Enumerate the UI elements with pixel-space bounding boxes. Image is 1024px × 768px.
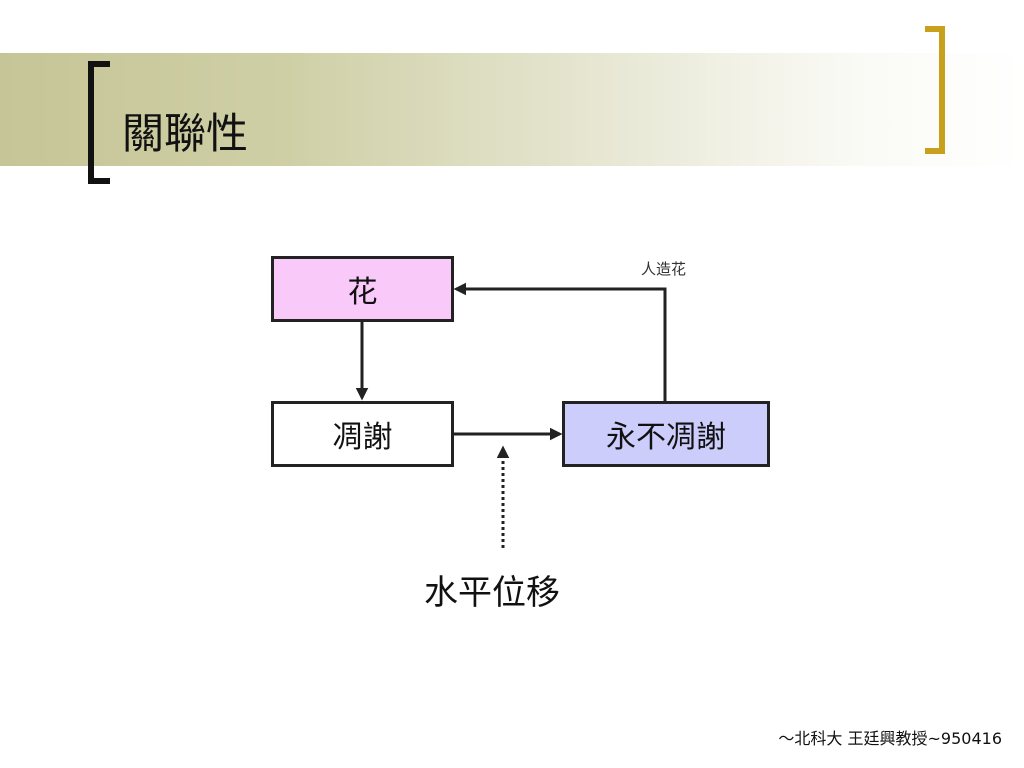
- slide-title: 關聯性: [122, 109, 249, 158]
- node-wither-label: 凋謝: [332, 420, 393, 455]
- artificial-flower-label: 人造花: [641, 260, 687, 278]
- arrow-never-to-flower: [453, 282, 667, 401]
- horizontal-shift-label: 水平位移: [424, 573, 560, 613]
- node-never-wither: 永不凋謝: [562, 401, 770, 467]
- footer-credit: ～北科大 王廷興教授~950416: [778, 729, 1002, 748]
- right-bracket-icon: [925, 26, 945, 154]
- node-flower: 花: [271, 256, 454, 322]
- node-flower-label: 花: [347, 275, 378, 310]
- title-band: [0, 53, 1024, 166]
- left-bracket-icon: [88, 61, 110, 184]
- node-never-wither-label: 永不凋謝: [606, 420, 726, 455]
- node-wither: 凋謝: [271, 401, 454, 467]
